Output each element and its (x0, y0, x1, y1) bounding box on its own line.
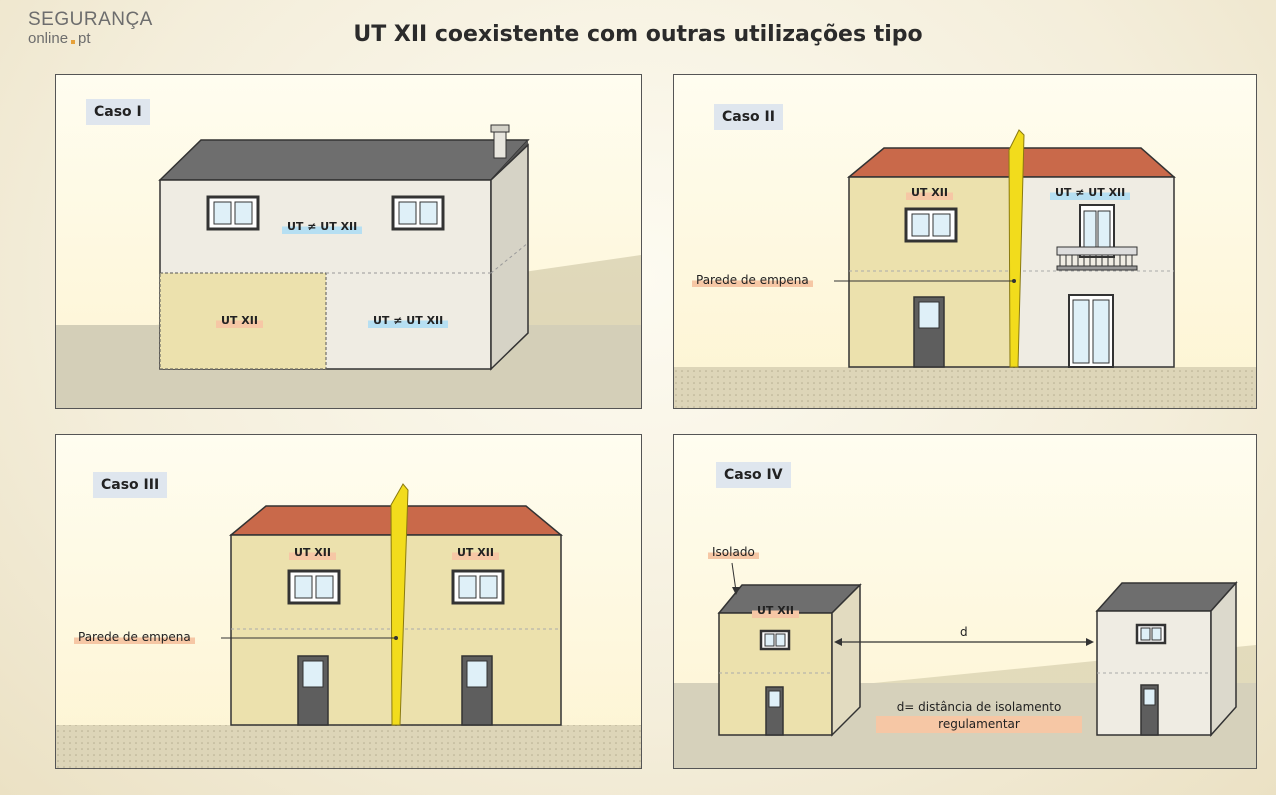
caso-4-note-line1: d= distância de isolamento (896, 700, 1062, 714)
caso-2-wall-label: Parede de empena (692, 273, 813, 287)
caso-2-tag-left: UT XII (906, 185, 953, 200)
caso-4-label: Caso IV (716, 462, 791, 488)
page-title: UT XII coexistente com outras utilizaçõe… (353, 22, 923, 47)
caso-4-isolation-note: d= distância de isolamento regulamentar (876, 699, 1082, 733)
caso-4-illustration (674, 562, 1256, 768)
panel-caso-3: Caso III UT XII UT XII Parede de empena (55, 434, 642, 769)
caso-4-tag: UT XII (752, 603, 799, 618)
caso-3-tag-right: UT XII (452, 545, 499, 560)
caso-2-illustration (674, 129, 1256, 408)
logo-line1: SEGURANÇA (28, 9, 153, 30)
panel-caso-1: Caso I UT ≠ UT XII UT XII UT ≠ UT XII (55, 74, 642, 409)
caso-2-label: Caso II (714, 104, 783, 130)
caso-1-tag-lower-left: UT XII (216, 313, 263, 328)
panel-caso-2: Caso II UT XII UT ≠ UT XII Parede de emp… (673, 74, 1257, 409)
panel-caso-4: Caso IV Isolado UT XII d d= distância de… (673, 434, 1257, 769)
logo-line2b: pt (78, 30, 91, 47)
caso-3-wall-label: Parede de empena (74, 630, 195, 644)
caso-1-tag-lower-right: UT ≠ UT XII (368, 313, 449, 328)
logo-line2a: online (28, 30, 69, 47)
caso-1-label: Caso I (86, 99, 150, 125)
logo: SEGURANÇA online pt (28, 10, 153, 46)
caso-3-label: Caso III (93, 472, 168, 498)
caso-4-note-line2: regulamentar (876, 715, 1082, 733)
caso-3-tag-left: UT XII (289, 545, 336, 560)
caso-4-distance-label: d (960, 625, 968, 639)
caso-1-illustration (56, 124, 641, 408)
caso-2-tag-right: UT ≠ UT XII (1050, 185, 1131, 200)
logo-dot (71, 40, 76, 44)
caso-4-isolated-label: Isolado (708, 545, 759, 559)
caso-3-illustration (56, 483, 641, 768)
caso-1-tag-upper: UT ≠ UT XII (282, 219, 363, 234)
